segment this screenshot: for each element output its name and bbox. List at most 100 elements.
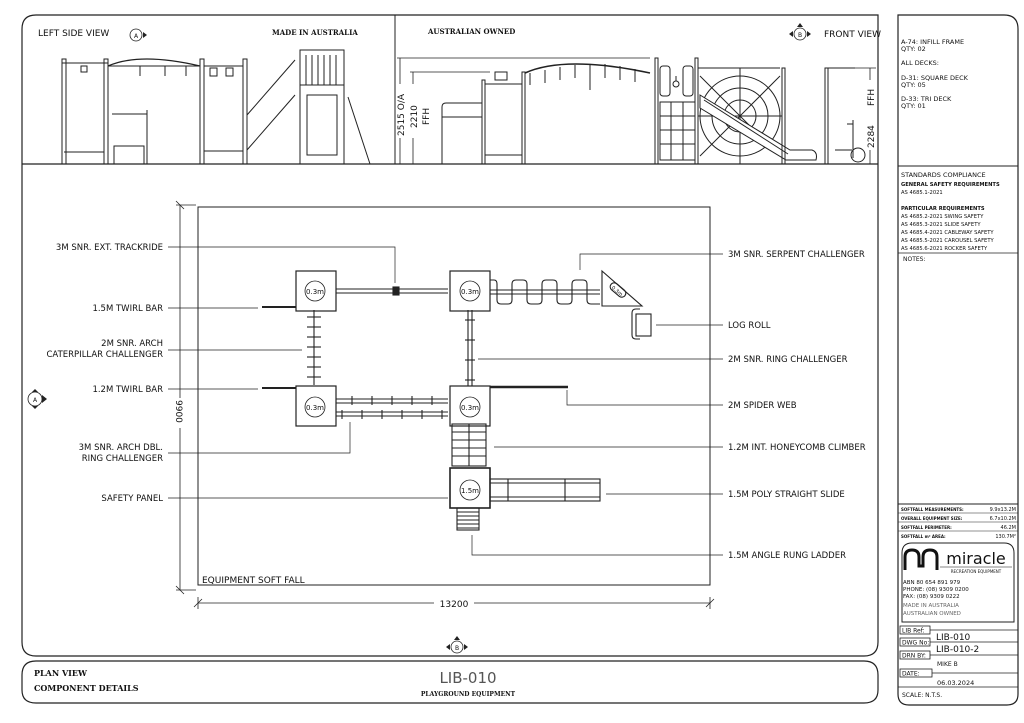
- left-leader-lines: [168, 246, 448, 499]
- general-title: GENERAL SAFETY REQUIREMENTS: [901, 182, 1000, 188]
- deck-height-label: 0.3m: [306, 288, 324, 296]
- notes-label: NOTES:: [903, 256, 926, 263]
- marker-a-label: A: [134, 33, 139, 40]
- part-square-qty: QTY: 05: [901, 81, 926, 89]
- tri-deck-height-label: 0.3m: [610, 285, 624, 298]
- front-elevation-structure: [441, 57, 866, 165]
- left-view-title: LEFT SIDE VIEW: [38, 29, 109, 39]
- dim-ffh-1: 2210: [410, 105, 420, 128]
- meas-overall-label: OVERALL EQUIPMENT SIZE:: [901, 516, 963, 521]
- depth-dimension: [175, 200, 196, 595]
- standards-title: STANDARDS COMPLIANCE: [901, 171, 986, 179]
- miracle-logo-icon: [903, 548, 939, 570]
- meas-area-value: 130.7M²: [995, 534, 1016, 540]
- lib-ref-label: LIB Ref:: [902, 628, 925, 635]
- lib-ref-value: LIB-010: [936, 633, 971, 643]
- deck-1: 0.3m: [449, 270, 491, 312]
- title-code: LIB-010: [439, 669, 496, 687]
- side-panel: A-74: INFILL FRAME QTY: 02 ALL DECKS: D-…: [897, 14, 1019, 706]
- front-view-title: FRONT VIEW: [824, 30, 881, 40]
- brand-owned: AUSTRALIAN OWNED: [903, 611, 961, 617]
- meas-softfall-value: 9.9x13.2M: [990, 507, 1016, 513]
- callout-dbl-ring-1: 3M SNR. ARCH DBL.: [79, 443, 163, 453]
- height-dimensions: [397, 57, 876, 164]
- brand-tag: RECREATION EQUIPMENT: [951, 569, 1002, 574]
- scale: SCALE: N.T.S.: [902, 692, 942, 699]
- callout-ladder: 1.5M ANGLE RUNG LADDER: [728, 551, 846, 561]
- deck-height-label: 1.5m: [461, 487, 479, 495]
- std-swing: AS 4685.2-2021 SWING SAFETY: [901, 214, 984, 220]
- drawing-info-grid: [898, 625, 1018, 688]
- callout-ring-challenger: 2M SNR. RING CHALLENGER: [728, 355, 848, 365]
- general-std: AS 4685.1-2021: [901, 190, 943, 196]
- view-marker-a-icon: A: [129, 28, 147, 42]
- front-view: AUSTRALIAN OWNED B FRONT VIEW 2515 O/A 2…: [396, 23, 881, 165]
- dim-ffh-2: 2284: [867, 125, 877, 148]
- part-tri-deck: D-33: TRI DECK: [901, 95, 952, 103]
- callout-dbl-ring-2: RING CHALLENGER: [82, 454, 163, 464]
- left-side-view: LEFT SIDE VIEW A MADE IN AUSTRALIA: [38, 28, 371, 165]
- title-subtitle: PLAYGROUND EQUIPMENT: [421, 691, 516, 698]
- softfall-label: EQUIPMENT SOFT FALL: [202, 576, 305, 586]
- fax: FAX: (08) 9309 0222: [903, 594, 960, 600]
- dim-right-backdrop: [864, 80, 876, 150]
- callout-arch-caterpillar-2: CATERPILLAR CHALLENGER: [47, 350, 164, 360]
- part-infill-qty: QTY: 02: [901, 45, 926, 53]
- drn-by-label: DRN BY:: [902, 653, 926, 660]
- softfall-boundary: [197, 206, 711, 586]
- callout-safety-panel: SAFETY PANEL: [101, 494, 163, 504]
- dim-overall: 2515 O/A: [397, 93, 407, 136]
- part-square-deck: D-31: SQUARE DECK: [901, 74, 969, 82]
- brand-name: miracle: [946, 549, 1006, 568]
- deck-0: 0.3m: [295, 270, 337, 312]
- plan-marker-a-icon: A: [27, 389, 47, 409]
- marker-b-label: B: [798, 32, 802, 39]
- meas-perimeter-value: 46.2M: [1001, 525, 1016, 531]
- australian-owned: AUSTRALIAN OWNED: [427, 27, 515, 36]
- part-all-decks: ALL DECKS:: [901, 59, 939, 67]
- callout-honeycomb: 1.2M INT. HONEYCOMB CLIMBER: [728, 443, 866, 453]
- deck-height-label: 0.3m: [461, 404, 479, 412]
- part-tri-qty: QTY: 01: [901, 102, 926, 110]
- deck-2: 0.3m: [295, 385, 337, 427]
- callout-spider-web: 2M SPIDER WEB: [728, 401, 797, 411]
- meas-area-label: SOFTFALL m² AREA:: [901, 534, 946, 539]
- plan-marker-a-label: A: [33, 397, 38, 404]
- callout-serpent: 3M SNR. SERPENT CHALLENGER: [728, 250, 865, 260]
- callout-twirl-bar-12: 1.2M TWIRL BAR: [92, 385, 163, 395]
- title-block: PLAN VIEW COMPONENT DETAILS LIB-010 PLAY…: [21, 660, 879, 704]
- meas-overall-value: 6.7x10.2M: [990, 516, 1016, 522]
- drn-by-value: MIKE B: [937, 661, 958, 668]
- plan-marker-b-label: B: [455, 645, 459, 652]
- deck-3: 0.3m: [449, 385, 491, 427]
- dim-ffh-2-label: FFH: [867, 89, 877, 106]
- brand-made: MADE IN AUSTRALIA: [903, 603, 959, 609]
- std-carousel: AS 4685.5-2021 CAROUSEL SAFETY: [901, 238, 994, 244]
- dwg-no-label: DWG No:: [902, 640, 929, 647]
- made-in-australia: MADE IN AUSTRALIA: [272, 28, 358, 37]
- callout-trackride: 3M SNR. EXT. TRACKRIDE: [56, 243, 163, 253]
- left-elevation-structure: [61, 49, 371, 165]
- std-slide: AS 4685.3-2021 SLIDE SAFETY: [901, 222, 981, 228]
- abn: ABN 80 654 891 979: [903, 580, 961, 586]
- callout-log-roll: LOG ROLL: [728, 321, 771, 331]
- meas-perimeter-label: SOFTFALL PERIMETER:: [901, 525, 952, 530]
- callout-arch-caterpillar-1: 2M SNR. ARCH: [101, 339, 163, 349]
- callout-twirl-bar-15: 1.5M TWIRL BAR: [92, 304, 163, 314]
- callout-slide: 1.5M POLY STRAIGHT SLIDE: [728, 490, 845, 500]
- deck-height-label: 0.3m: [306, 404, 324, 412]
- plan-marker-b-icon: B: [446, 636, 468, 654]
- meas-softfall-label: SOFTFALL MEASUREMENTS:: [901, 507, 964, 512]
- title-component-details: COMPONENT DETAILS: [34, 683, 139, 693]
- std-cableway: AS 4685.4-2021 CABLEWAY SAFETY: [901, 230, 994, 236]
- date-label: DATE:: [902, 671, 920, 678]
- view-marker-b-icon: B: [789, 23, 811, 41]
- dim-text-backdrop: [396, 84, 440, 138]
- deck-4: 1.5m: [449, 467, 491, 509]
- brand-box: [901, 542, 1015, 623]
- main-frame: [21, 14, 879, 657]
- deck-height-label: 0.3m: [461, 288, 479, 296]
- right-leader-lines: [471, 253, 723, 556]
- phone: PHONE: (08) 9309 0200: [903, 587, 969, 593]
